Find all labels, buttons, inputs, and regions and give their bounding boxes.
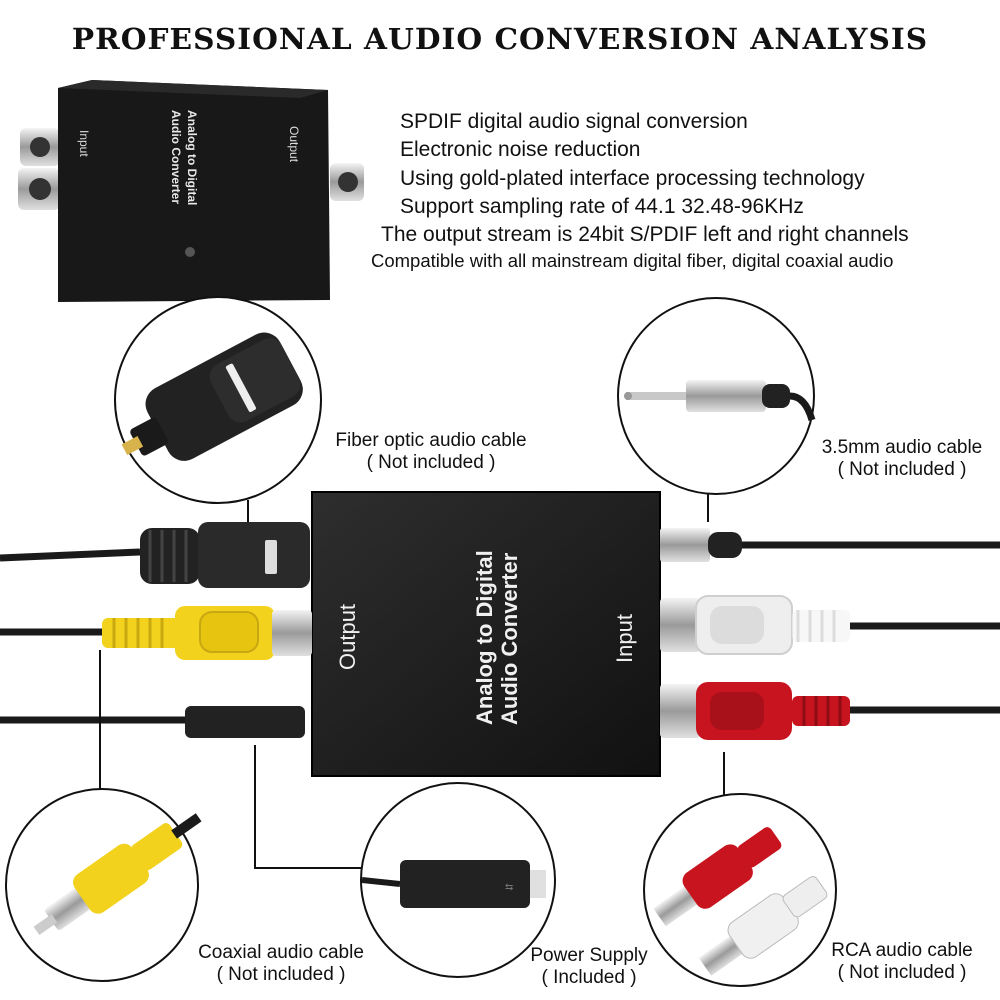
callout-power: ⇆ — [360, 782, 556, 978]
micro-usb-plug — [185, 706, 305, 738]
coax-rca-plug — [102, 606, 312, 660]
converter-device — [311, 491, 661, 777]
aux-cable-name: 3.5mm audio cable — [821, 437, 983, 458]
aux-plug — [660, 528, 742, 562]
power-supply-note: ( Included ) — [541, 967, 637, 988]
callout-fiber-optic — [114, 296, 322, 504]
power-supply-name: Power Supply — [530, 945, 648, 966]
rca-white-plug — [660, 595, 850, 655]
rca-cable-note: ( Not included ) — [837, 962, 967, 983]
small-device-photo: Analog to Digital Audio Converter Input … — [18, 80, 364, 302]
callout-pointers — [99, 480, 725, 869]
callout-power-label: Power Supply ( Included ) — [506, 945, 672, 989]
page-title: PROFESSIONAL AUDIO CONVERSION ANALYSIS — [71, 22, 929, 56]
svg-text:Output: Output — [287, 126, 301, 163]
callout-coaxial — [5, 788, 202, 982]
feature-line: Compatible with all mainstream digital f… — [371, 250, 894, 271]
callout-fiber-label: Fiber optic audio cable ( Not included ) — [318, 430, 544, 474]
svg-text:Input: Input — [77, 130, 91, 157]
toslink-plug — [140, 522, 310, 588]
callout-coaxial-label: Coaxial audio cable ( Not included ) — [172, 942, 390, 986]
callout-rca-label: RCA audio cable ( Not included ) — [812, 940, 992, 984]
device-name-line2: Audio Converter — [497, 552, 522, 725]
rca-cable-name: RCA audio cable — [831, 940, 973, 961]
svg-text:Audio Converter: Audio Converter — [169, 110, 183, 204]
fiber-cable-note: ( Not included ) — [366, 452, 496, 473]
fiber-cable-name: Fiber optic audio cable — [335, 430, 527, 451]
coaxial-cable-name: Coaxial audio cable — [198, 942, 364, 963]
rca-red-plug — [660, 682, 850, 740]
callout-aux — [617, 297, 816, 495]
feature-line: SPDIF digital audio signal conversion — [400, 110, 748, 133]
device-input-label: Input — [612, 614, 637, 663]
callout-aux-label: 3.5mm audio cable ( Not included ) — [804, 437, 1000, 481]
device-name-line1: Analog to Digital — [472, 550, 497, 725]
device-lettering: Analog to Digital Audio Converter Output… — [335, 550, 637, 725]
feature-line: Using gold-plated interface processing t… — [400, 167, 865, 190]
device-output-label: Output — [335, 604, 360, 670]
cable-lines — [0, 541, 1000, 724]
feature-line: The output stream is 24bit S/PDIF left a… — [381, 223, 909, 246]
svg-text:⇆: ⇆ — [505, 882, 513, 893]
coaxial-cable-note: ( Not included ) — [216, 964, 346, 985]
aux-cable-note: ( Not included ) — [837, 459, 967, 480]
callout-rca — [643, 793, 837, 987]
feature-line: Electronic noise reduction — [400, 138, 641, 161]
svg-text:Analog to Digital: Analog to Digital — [185, 110, 199, 205]
feature-line: Support sampling rate of 44.1 32.48-96KH… — [400, 195, 804, 218]
